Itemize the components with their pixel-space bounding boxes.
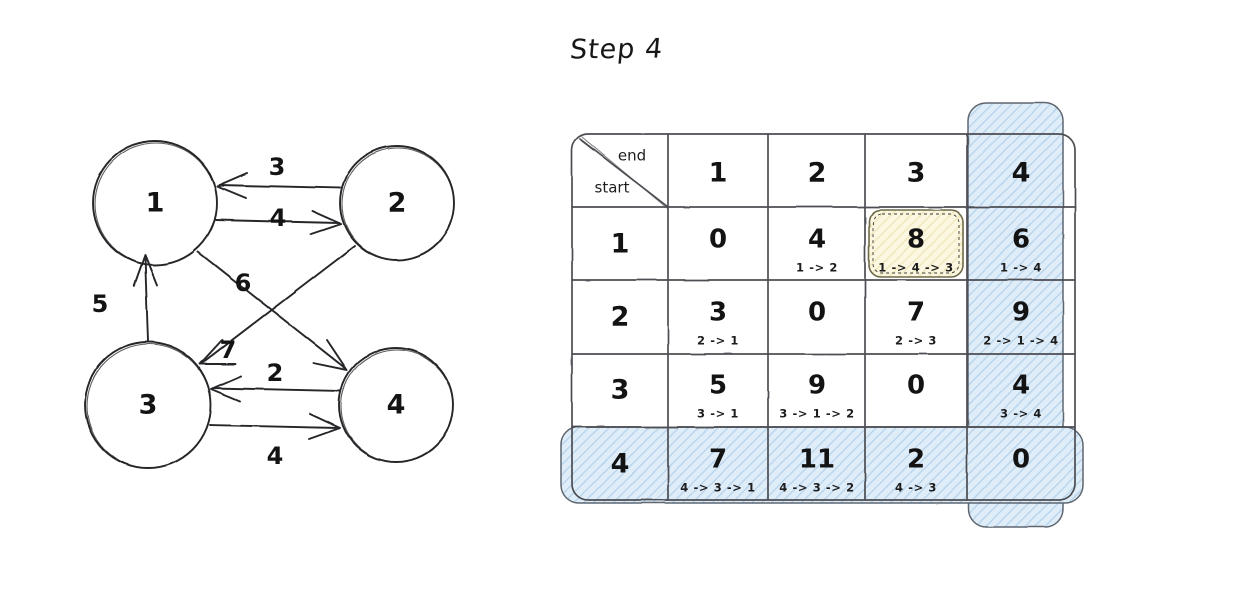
row-header-4: 4: [611, 449, 630, 480]
edge-1-to-2: [215, 210, 342, 235]
column-header-2: 2: [808, 158, 827, 189]
graph-diagram: 1 2 3 4 3 4 5 6 7 2 4: [84, 140, 455, 470]
cell-value-1-1: 0: [709, 225, 727, 255]
cell-value-3-2: 9: [808, 371, 826, 401]
cell-path-2-1: 2 -> 1: [697, 334, 739, 348]
graph-panel: 1 2 3 4 3 4 5 6 7 2 4: [0, 100, 520, 520]
node-circle-3: [84, 341, 212, 469]
cell-value-3-3: 0: [907, 371, 925, 401]
distance-matrix: end start 1 2 3 4 1 2 3 4 0 4 1 -> 2 8 1…: [560, 102, 1084, 528]
corner-label-start: start: [595, 179, 630, 197]
edge-weight-2-3: 7: [220, 336, 237, 364]
table-row: 7 4 -> 3 -> 1 11 4 -> 3 -> 2 2 4 -> 3 0: [680, 445, 1030, 495]
cell-value-4-2: 11: [799, 445, 835, 475]
cell-value-2-2: 0: [808, 298, 826, 328]
cell-value-1-4: 6: [1012, 225, 1030, 255]
edge-weight-3-1: 5: [92, 290, 109, 318]
node-circle-2: [339, 145, 455, 261]
edge-2-to-1: [216, 172, 341, 199]
cell-path-4-3: 4 -> 3: [895, 481, 937, 495]
cell-value-2-3: 7: [907, 298, 925, 328]
node-label-2: 2: [388, 188, 407, 219]
cell-path-4-2: 4 -> 3 -> 2: [779, 481, 854, 495]
table-row: 0 4 1 -> 2 8 1 -> 4 -> 3 6 1 -> 4: [709, 225, 1042, 275]
row-header-1: 1: [611, 229, 630, 260]
page-title-text: Step 4: [568, 33, 666, 66]
column-header-4: 4: [1012, 158, 1031, 189]
edge-2-to-3: [199, 245, 356, 365]
cell-path-3-2: 3 -> 1 -> 2: [779, 407, 854, 421]
edge-weight-1-4: 6: [235, 269, 252, 297]
cell-path-1-3: 1 -> 4 -> 3: [878, 261, 953, 275]
cell-path-2-4: 2 -> 1 -> 4: [983, 334, 1058, 348]
cell-value-1-3: 8: [907, 225, 925, 255]
edge-weight-2-1: 3: [269, 153, 286, 181]
cell-value-1-2: 4: [808, 225, 826, 255]
edge-weight-1-2: 4: [270, 204, 287, 232]
highlight-pivot-column-4: [967, 102, 1064, 528]
cell-path-1-2: 1 -> 2: [796, 261, 838, 275]
cell-path-4-1: 4 -> 3 -> 1: [680, 481, 755, 495]
row-header-3: 3: [611, 375, 630, 406]
highlight-updated-cell: [868, 209, 964, 278]
edge-3-to-4: [209, 413, 341, 440]
edge-weight-3-4: 4: [267, 442, 284, 470]
cell-value-4-3: 2: [907, 445, 925, 475]
node-label-1: 1: [146, 188, 165, 219]
column-header-1: 1: [709, 158, 728, 189]
cell-value-2-4: 9: [1012, 298, 1030, 328]
row-header-2: 2: [611, 302, 630, 333]
cell-value-4-4: 0: [1012, 445, 1030, 475]
node-label-4: 4: [387, 390, 406, 421]
cell-path-1-4: 1 -> 4: [1000, 261, 1042, 275]
cell-value-4-1: 7: [709, 445, 727, 475]
edge-weight-4-3: 2: [267, 359, 284, 387]
node-label-3: 3: [139, 390, 158, 421]
cell-path-2-3: 2 -> 3: [895, 334, 937, 348]
cell-value-2-1: 3: [709, 298, 727, 328]
cell-value-3-1: 5: [709, 371, 727, 401]
edge-4-to-3: [210, 375, 341, 402]
corner-label-end: end: [618, 147, 646, 165]
column-header-3: 3: [907, 158, 926, 189]
page-title: Step 4: [0, 28, 1234, 72]
node-circle-1: [92, 140, 218, 266]
table-row: 5 3 -> 1 9 3 -> 1 -> 2 0 4 3 -> 4: [697, 371, 1042, 421]
edge-3-to-1: [133, 254, 158, 342]
cell-path-3-1: 3 -> 1: [697, 407, 739, 421]
distance-matrix-panel: end start 1 2 3 4 1 2 3 4 0 4 1 -> 2 8 1…: [540, 90, 1140, 540]
node-circle-4: [338, 347, 454, 463]
cell-value-3-4: 4: [1012, 371, 1030, 401]
cell-path-3-4: 3 -> 4: [1000, 407, 1042, 421]
table-row: 3 2 -> 1 0 7 2 -> 3 9 2 -> 1 -> 4: [697, 298, 1058, 348]
matrix-grid: [571, 133, 1076, 501]
